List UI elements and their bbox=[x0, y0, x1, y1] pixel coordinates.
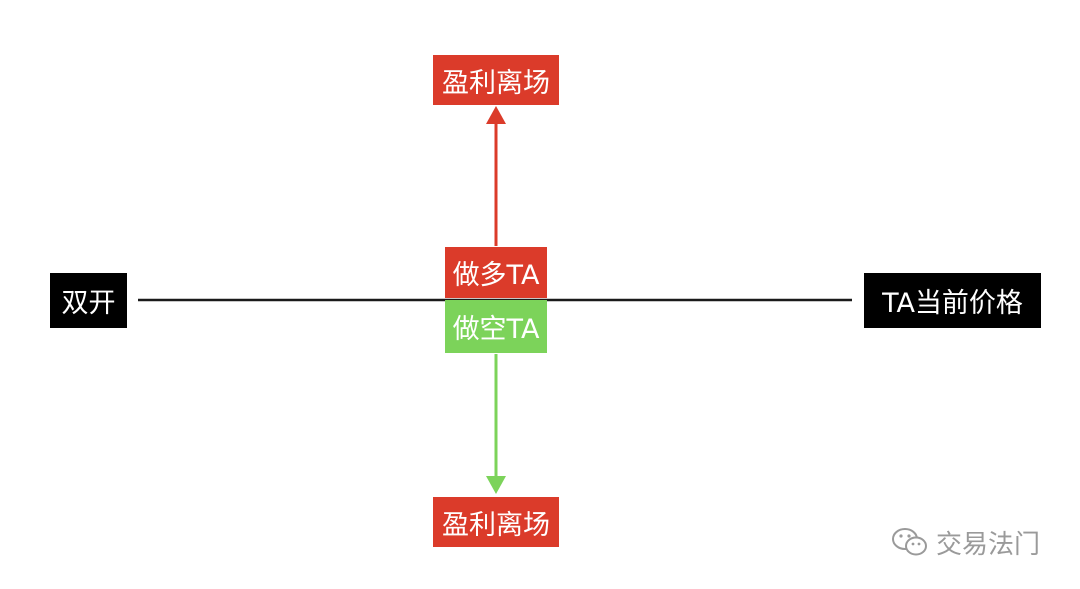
wechat-icon bbox=[892, 528, 927, 556]
bottom-profit-exit-label: 盈利离场 bbox=[442, 509, 550, 541]
short-ta-node: 做空TA bbox=[445, 300, 547, 353]
dual-open-label: 双开 bbox=[61, 288, 116, 319]
dual-open-node: 双开 bbox=[50, 273, 127, 328]
watermark: 交易法门 bbox=[890, 522, 1040, 562]
long-ta-label: 做多TA bbox=[452, 260, 540, 291]
ta-current-price-label: TA当前价格 bbox=[882, 288, 1023, 319]
top-profit-exit-node: 盈利离场 bbox=[433, 55, 559, 105]
long-ta-node: 做多TA bbox=[445, 247, 547, 298]
short-exit-arrowhead bbox=[486, 476, 506, 494]
long-exit-arrowhead bbox=[486, 106, 506, 124]
ta-current-price-node: TA当前价格 bbox=[864, 273, 1041, 328]
short-ta-label: 做空TA bbox=[452, 314, 540, 345]
top-profit-exit-label: 盈利离场 bbox=[442, 67, 550, 99]
watermark-text: 交易法门 bbox=[936, 529, 1041, 560]
bottom-profit-exit-node: 盈利离场 bbox=[433, 497, 559, 547]
